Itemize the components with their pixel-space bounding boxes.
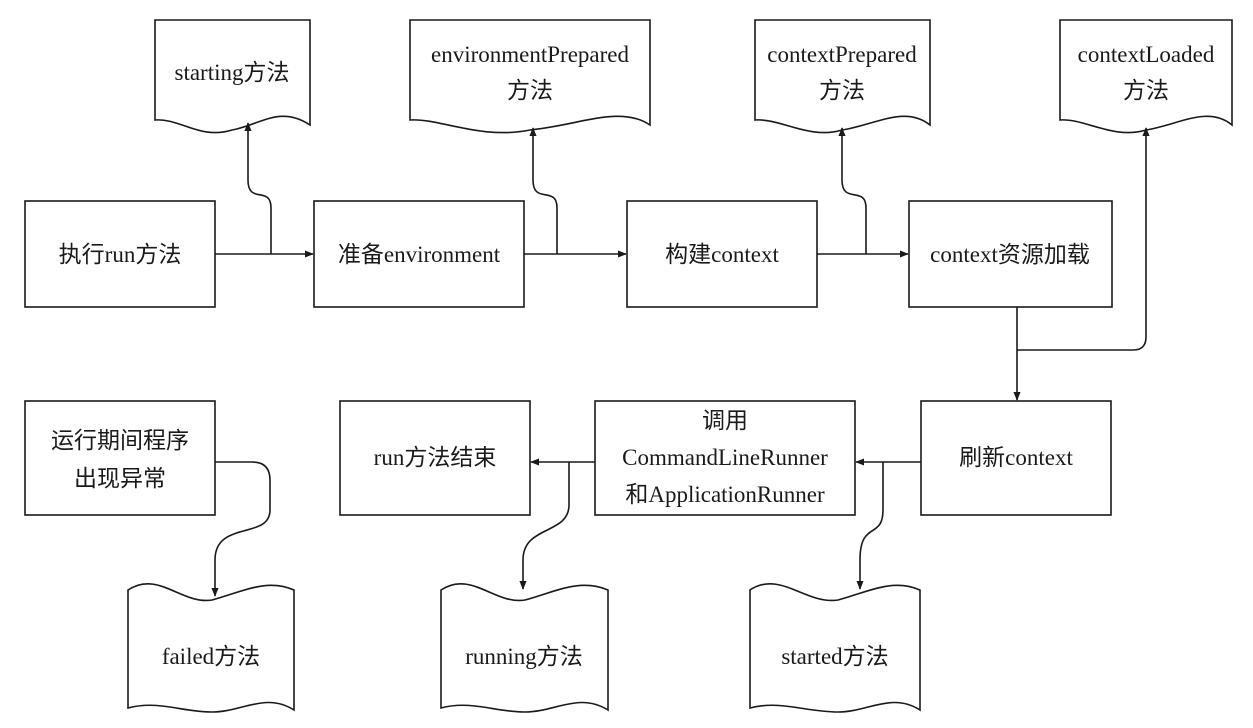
branch-arrow-context-prepared bbox=[838, 127, 867, 254]
node-call-runners-line2: CommandLineRunner bbox=[622, 445, 828, 470]
node-build-context: 构建context bbox=[626, 200, 818, 308]
event-environment-prepared-line1: environmentPrepared bbox=[431, 42, 629, 67]
event-context-loaded-line1: contextLoaded bbox=[1078, 42, 1215, 67]
branch-arrow-failed bbox=[211, 461, 271, 597]
node-run-start-label: 执行run方法 bbox=[59, 242, 182, 267]
event-environment-prepared-line2: 方法 bbox=[507, 78, 553, 103]
event-failed-label: failed方法 bbox=[162, 644, 260, 669]
branch-arrow-context-loaded bbox=[1017, 127, 1150, 351]
event-started: started方法 bbox=[749, 583, 921, 713]
branch-arrow-running bbox=[519, 462, 570, 590]
node-runtime-error-line1: 运行期间程序 bbox=[51, 428, 189, 453]
node-run-start: 执行run方法 bbox=[24, 200, 216, 308]
event-running-label: running方法 bbox=[465, 644, 583, 669]
node-refresh-context-label: 刷新context bbox=[959, 445, 1073, 470]
event-context-loaded: contextLoaded 方法 bbox=[1059, 19, 1233, 134]
node-call-runners: 调用 CommandLineRunner 和ApplicationRunner bbox=[594, 400, 856, 516]
event-starting-label: starting方法 bbox=[175, 60, 290, 85]
event-context-prepared-line1: contextPrepared bbox=[767, 42, 917, 67]
event-failed: failed方法 bbox=[127, 583, 295, 713]
node-call-runners-line1: 调用 bbox=[702, 408, 748, 433]
event-context-prepared: contextPrepared 方法 bbox=[754, 19, 931, 134]
node-call-runners-line3: 和ApplicationRunner bbox=[625, 482, 825, 507]
node-prepare-environment: 准备environment bbox=[313, 200, 525, 308]
branch-arrow-started bbox=[856, 462, 884, 590]
node-context-load-label: context资源加载 bbox=[930, 242, 1090, 267]
node-context-load: context资源加载 bbox=[908, 200, 1113, 308]
node-run-end: run方法结束 bbox=[339, 400, 531, 516]
node-runtime-error: 运行期间程序 出现异常 bbox=[24, 400, 216, 516]
event-starting: starting方法 bbox=[154, 19, 311, 134]
node-run-end-label: run方法结束 bbox=[374, 445, 497, 470]
node-prepare-environment-label: 准备environment bbox=[338, 242, 501, 267]
node-build-context-label: 构建context bbox=[665, 242, 779, 267]
event-context-loaded-line2: 方法 bbox=[1123, 78, 1169, 103]
node-refresh-context: 刷新context bbox=[920, 400, 1112, 516]
event-environment-prepared: environmentPrepared 方法 bbox=[409, 19, 651, 134]
branch-arrow-starting bbox=[244, 122, 272, 254]
event-started-label: started方法 bbox=[781, 644, 888, 669]
branch-arrow-environment-prepared bbox=[529, 127, 558, 254]
event-context-prepared-line2: 方法 bbox=[819, 78, 865, 103]
event-running: running方法 bbox=[440, 583, 609, 713]
node-runtime-error-line2: 出现异常 bbox=[74, 466, 166, 491]
